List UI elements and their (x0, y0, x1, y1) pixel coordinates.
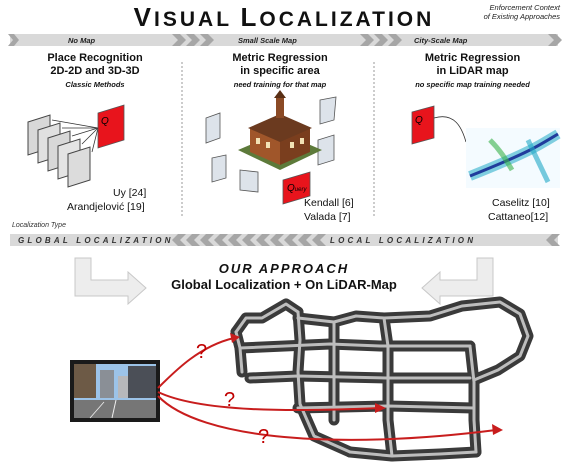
lidar-map-thumbnail (466, 128, 561, 188)
image-stack-icon (27, 114, 91, 188)
global-localization-label: GLOBAL LOCALIZATION (18, 236, 174, 245)
query-label-col1: Q (101, 116, 109, 127)
context-band (10, 34, 558, 46)
col3-heading: Metric Regression in LiDAR map (424, 52, 521, 77)
lidar-road-network (230, 296, 534, 462)
small-scale-frames (205, 96, 337, 193)
col2-subtitle: need training for that map (233, 80, 327, 89)
query-frame-col2 (282, 171, 311, 205)
approach-subheading: Global Localization + On LiDAR-Map (171, 277, 397, 292)
col1-subtitle: Classic Methods (65, 80, 125, 89)
query-frame-col1 (97, 104, 125, 149)
approach-heading: OUR APPROACH (218, 261, 350, 276)
query-label-col2: Query (287, 183, 307, 194)
col3-ref-1: Caselitz [10] (492, 197, 550, 209)
query-frame-col3 (411, 105, 435, 145)
col2-ref-2: Valada [7] (304, 211, 351, 223)
query-link-line (433, 116, 467, 143)
page-title: VISUAL LOCALIZATION (133, 2, 435, 32)
localization-type-label: Localization Type (12, 222, 66, 229)
band-label-no-map: No Map (68, 36, 96, 45)
match-lines (51, 119, 99, 153)
col2-heading: Metric Regression in specific area (232, 52, 328, 77)
col1-heading: Place Recognition 2D-2D and 3D-3D (47, 52, 143, 77)
street-photo (70, 360, 160, 422)
building-icon (238, 90, 322, 170)
question-mark-2: ? (224, 389, 236, 411)
col3-subtitle: no specific map training needed (415, 80, 530, 89)
col1-ref-2: Arandjelović [19] (67, 201, 145, 213)
query-label-col3: Q (415, 115, 423, 126)
local-localization-label: LOCAL LOCALIZATION (330, 236, 477, 245)
question-mark-3: ? (258, 426, 270, 448)
band-label-city-scale: City-Scale Map (414, 36, 468, 45)
question-mark-1: ? (196, 341, 208, 363)
col1-ref-1: Uy [24] (113, 187, 147, 199)
context-label: Enforcement Context of Existing Approach… (483, 3, 560, 21)
col3-ref-2: Cattaneo[12] (488, 211, 549, 223)
band-label-small-scale: Small Scale Map (238, 36, 297, 45)
localization-hypothesis-arrows (157, 337, 497, 441)
col2-ref-1: Kendall [6] (304, 197, 354, 209)
